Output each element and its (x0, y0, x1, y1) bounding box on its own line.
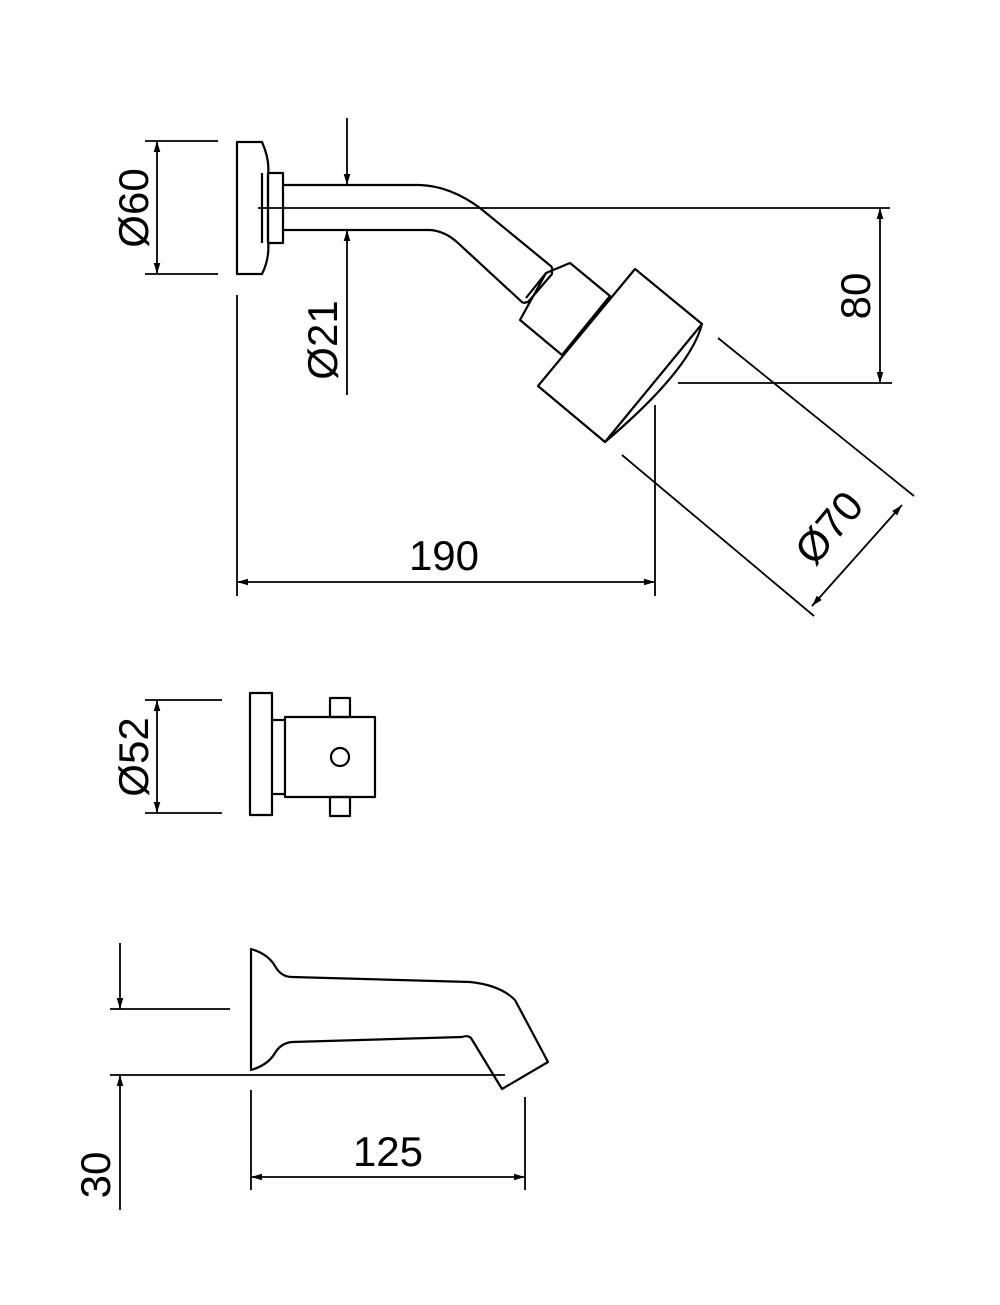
dimension-drop: 80 (678, 208, 892, 384)
handle-tab-bottom (328, 795, 352, 818)
dimension-spout-length: 125 (250, 1090, 526, 1190)
flange-diameter-label: Ø60 (110, 168, 157, 247)
valve-diameter-label: Ø52 (110, 717, 157, 796)
drop-label: 80 (832, 273, 879, 320)
spout-drawing (249, 947, 550, 1091)
spout-length-label: 125 (353, 1128, 423, 1175)
dimension-projection: 190 (236, 295, 656, 596)
spout-height-label: 30 (72, 1152, 119, 1199)
arm-bottom (283, 228, 524, 304)
handle-screw (329, 746, 351, 768)
shower-arm-drawing (235, 140, 890, 444)
dimension-head-diameter: Ø70 (621, 337, 915, 617)
shower-head-face (604, 323, 704, 443)
dimension-arm-diameter: Ø21 (299, 118, 351, 395)
head-diameter-label: Ø70 (785, 482, 872, 573)
handle-tab-top (328, 696, 352, 719)
arm-top (283, 183, 553, 268)
swivel-nut (518, 261, 612, 357)
spout-outline (249, 947, 550, 1091)
valve-drawing (248, 691, 377, 818)
valve-flange (248, 691, 274, 817)
dimension-flange-diameter: Ø60 (110, 140, 218, 275)
arm-diameter-label: Ø21 (299, 300, 346, 379)
shower-head (536, 267, 704, 444)
dimension-valve-diameter: Ø52 (110, 699, 222, 814)
dimension-spout-height: 30 (72, 943, 505, 1210)
projection-label: 190 (409, 532, 479, 579)
